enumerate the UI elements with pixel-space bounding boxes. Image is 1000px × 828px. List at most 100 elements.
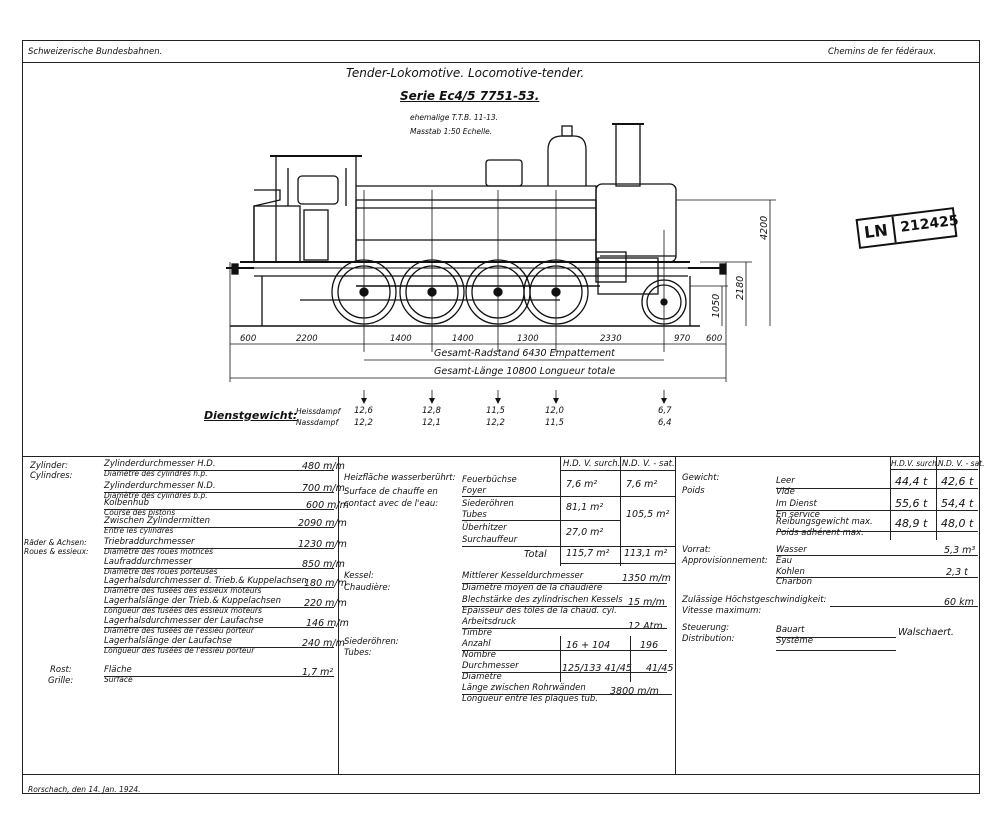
tubes-count-de: Anzahl — [462, 639, 491, 649]
group-cylinders-de: Zylinder: — [30, 461, 68, 471]
boiler-row-rule — [462, 583, 667, 584]
gear-rule — [776, 637, 896, 638]
table-top-rule — [22, 456, 980, 457]
group-grate-de: Rost: — [50, 665, 72, 675]
tubes-fr: Tubes: — [344, 648, 372, 658]
heating-col-divider — [560, 456, 561, 566]
sheet-border — [22, 40, 980, 794]
header-rule — [22, 62, 980, 63]
gear-type-de: Bauart — [776, 625, 805, 635]
spec-row-value: 850 m/m — [302, 559, 345, 570]
weight-col-divider — [936, 456, 937, 540]
axle-load: 12,1 — [422, 418, 441, 428]
spec-row-value: 480 m/m — [302, 461, 345, 472]
heating-row-nd: 7,6 m² — [626, 479, 658, 490]
heating-de: Heizfläche wasserberührt: — [344, 473, 456, 483]
spec-row-label-fr: Surface — [104, 675, 133, 684]
spec-row-label-fr: Diamètre des fusées des essieux moteurs — [104, 586, 262, 595]
tubes-col-divider — [630, 636, 631, 682]
heating-total-nd: 113,1 m² — [624, 548, 668, 559]
spec-row-label-de: Lagerhalsdurchmesser der Laufachse — [104, 616, 264, 626]
axle-load: 12,6 — [354, 406, 373, 416]
weight-row-fr: Vide — [776, 487, 795, 497]
spec-row-rule — [104, 607, 334, 608]
heating-row-rule — [462, 496, 675, 497]
water-fr: Eau — [776, 556, 792, 566]
heating-row-nd: 105,5 m² — [626, 509, 670, 520]
heating-col-divider — [620, 456, 621, 566]
header-left: Schweizerische Bundesbahnen. — [28, 47, 163, 57]
boiler-row-val: 1350 m/m — [622, 573, 671, 584]
spec-row-label-de: Zwischen Zylindermitten — [104, 516, 210, 526]
segment-label-7: 970 — [674, 334, 691, 344]
weight-row-nd: 42,6 t — [941, 475, 974, 488]
former-number: ehemalige T.T.B. 11-13. — [410, 113, 499, 122]
heating-total-rule — [560, 563, 675, 564]
weight-de: Gewicht: — [682, 473, 720, 483]
weight-head-rule — [890, 469, 978, 470]
gear-type-fr: Système — [776, 636, 813, 646]
height-label-1: 4200 — [759, 215, 770, 240]
spec-row-rule — [104, 587, 334, 588]
spec-row-label-de: Fläche — [104, 665, 132, 675]
boiler-row-de: Blechstärke des zylindrischen Kessels — [462, 595, 623, 605]
tubes-dia-hd: 125/133 41/45 — [562, 663, 632, 674]
supply-de: Vorrat: — [682, 545, 711, 555]
spec-row-rule — [104, 492, 334, 493]
tubes-dia-de: Durchmesser — [462, 661, 519, 671]
tubes-col-divider — [560, 636, 561, 682]
boiler-de: Kessel: — [344, 571, 374, 581]
tubes-dia-nd: 41/45 — [646, 663, 674, 674]
segment-label-3: 1400 — [390, 334, 412, 344]
boiler-row-rule — [462, 606, 667, 607]
weight-fr: Poids — [682, 486, 705, 496]
gear-rule — [776, 650, 896, 651]
spec-row-label-de: Kolbenhub — [104, 498, 150, 508]
spec-row-label-de: Zylinderdurchmesser N.D. — [104, 481, 216, 491]
heating-col-hd: H.D. V. surch. — [563, 459, 621, 469]
segment-label-5: 1300 — [517, 334, 539, 344]
weight-row-rule — [776, 488, 978, 489]
spec-row-rule — [104, 647, 334, 648]
boiler-row-rule — [462, 628, 667, 629]
water-de: Wasser — [776, 545, 807, 555]
weight-col-divider — [890, 456, 891, 540]
spec-row-value: 240 m/m — [302, 638, 345, 649]
weight-row-superheated-label: Heissdampf — [296, 407, 341, 416]
gear-fr: Distribution: — [682, 634, 735, 644]
boiler-row-fr: Timbre — [462, 628, 492, 638]
heating-row-rule — [462, 520, 620, 521]
group-grate-fr: Grille: — [48, 676, 74, 686]
weight-row-saturated-label: Nassdampf — [296, 418, 339, 427]
heating-total-label: Total — [524, 549, 547, 560]
spec-row-value: 1,7 m² — [302, 667, 334, 678]
supply-rule — [776, 577, 978, 578]
heating-row-de: Siederöhren — [462, 499, 514, 509]
weight-row-de: Leer — [776, 476, 795, 486]
heating-fr: Surface de chauffe en contact avec de l'… — [344, 487, 439, 509]
gear-val: Walschaert. — [898, 627, 954, 638]
height-label-2: 2180 — [735, 275, 746, 300]
tubes-rule — [462, 694, 672, 695]
axle-load: 12,2 — [354, 418, 373, 428]
group-wheels-de: Räder & Achsen: — [24, 538, 87, 547]
weight-row-hd: 44,4 t — [895, 475, 928, 488]
weight-col-hd: H.D.V. surch. — [891, 459, 940, 468]
spec-row-value: 220 m/m — [304, 598, 347, 609]
spec-row-label-fr: Longueur des fusées de l'essieu porteur — [104, 646, 255, 655]
speed-de: Zulässige Höchstgeschwindigkeit: — [682, 595, 827, 605]
spec-row-value: 180 m/m — [304, 578, 347, 589]
gear-de: Steuerung: — [682, 623, 730, 633]
heating-row-fr: Foyer — [462, 486, 486, 496]
spec-row-label-de: Lagerhalsdurchmesser d. Trieb.& Kuppelac… — [104, 576, 307, 586]
tubes-count-nd: 196 — [640, 640, 659, 651]
weight-row-fr: En service — [776, 510, 820, 520]
boiler-row-val: 12 Atm. — [628, 621, 666, 632]
spec-row-rule — [104, 676, 334, 677]
tubes-rule — [462, 650, 667, 651]
group-cylinders-fr: Cylindres: — [30, 471, 73, 481]
boiler-row-fr: Epaisseur des tôles de la chaud. cyl. — [462, 606, 617, 616]
boiler-row-fr: Diamètre moyen de la chaudière — [462, 583, 603, 593]
segment-label-8: 600 — [706, 334, 723, 344]
service-weight-label: Dienstgewicht: — [204, 409, 298, 422]
